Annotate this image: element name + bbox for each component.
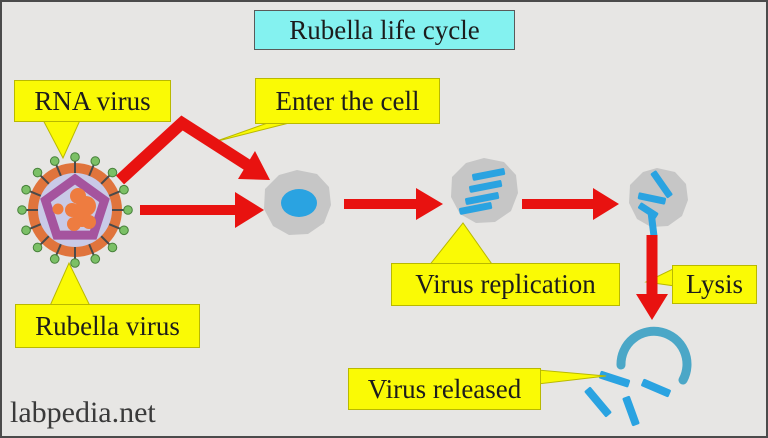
arrow-virus-to-cell [140,192,264,228]
callout-rubella-virus-text: Rubella virus [35,310,180,341]
released-virus-particles [584,370,671,427]
fragmented-virus-strands [637,170,673,238]
callout-enter-the-cell: Enter the cell [255,78,440,124]
callout-enter-the-cell-text: Enter the cell [275,85,420,116]
callout-tail-virus-replication [426,222,495,268]
lysed-cell-arc [616,326,692,385]
callout-virus-replication: Virus replication [391,263,620,306]
lysis-cell-illustration [629,168,688,238]
callout-tail-rna-virus [41,117,82,160]
callout-tail-rubella-virus [48,261,92,309]
cell-nucleus [281,189,317,217]
callout-rubella-virus: Rubella virus [15,304,200,348]
virus-capsid-pentagon [40,173,110,240]
diagram-title: Rubella life cycle [254,10,515,50]
arrow-replication-to-lysis [522,188,619,220]
virus-protein-dot [52,203,64,215]
arrow-enter-cell [115,115,270,185]
callout-tail-virus-released [537,369,607,385]
replicating-virus-strands [458,168,506,215]
callout-lysis-text: Lysis [685,269,744,299]
replication-cell-illustration [451,158,518,223]
watermark-text: labpedia.net [10,396,156,429]
callout-rna-virus-text: RNA virus [34,85,151,116]
diagram-title-text: Rubella life cycle [289,14,480,45]
callout-virus-released-text: Virus released [367,373,522,404]
callout-rna-virus: RNA virus [14,80,171,122]
lysed-cell-illustration [584,326,692,427]
callout-lysis: Lysis [672,265,757,304]
virus-rna-genome [52,188,96,231]
arrow-cell-to-replication [344,188,443,220]
callout-virus-replication-text: Virus replication [415,269,596,299]
callout-virus-released: Virus released [348,368,541,410]
host-cell-illustration [264,170,331,235]
arrow-lysis-down [636,235,668,320]
rubella-virus-illustration [16,151,134,269]
